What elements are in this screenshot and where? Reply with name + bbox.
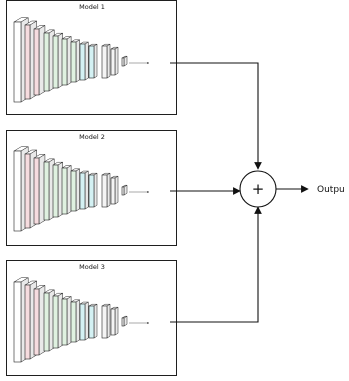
layer-block — [101, 172, 111, 208]
layer-block — [101, 303, 111, 339]
layer-block — [110, 46, 119, 76]
model-3-network — [13, 277, 150, 363]
output-label: Outpu — [317, 185, 345, 195]
model-1-network — [13, 17, 150, 103]
plus-symbol: + — [252, 180, 265, 198]
layer-block — [121, 184, 128, 196]
layer-block — [88, 172, 98, 208]
layer-block — [70, 299, 81, 343]
layer-block — [52, 161, 64, 218]
layer-block — [61, 36, 73, 86]
layer-block — [88, 43, 98, 79]
layer-block — [70, 39, 81, 83]
model-3-title: Model 3 — [79, 263, 105, 271]
layer-block — [101, 43, 111, 79]
model-1-panel: Model 1 — [6, 0, 177, 115]
layer-block — [33, 24, 46, 96]
layer-block — [43, 29, 56, 92]
model-1-title: Model 1 — [79, 3, 105, 11]
model-3-panel: Model 3 — [6, 260, 177, 376]
layer-block — [43, 289, 56, 352]
layer-block — [43, 158, 56, 221]
model-1-arrow — [170, 62, 262, 170]
model-2-title: Model 2 — [79, 133, 105, 141]
model-3-arrow — [170, 206, 262, 323]
sum-node: + — [239, 170, 277, 208]
layer-block — [70, 168, 81, 212]
layer-block — [121, 55, 128, 67]
connections — [170, 62, 309, 323]
layer-block — [79, 301, 90, 341]
layer-block — [61, 165, 73, 215]
layer-block — [110, 175, 119, 205]
layer-block — [79, 41, 90, 81]
layer-block — [61, 296, 73, 346]
model-2-network — [13, 146, 150, 232]
layer-block — [88, 303, 98, 339]
model-2-panel: Model 2 — [6, 130, 177, 246]
layer-block — [110, 306, 119, 336]
layer-block — [79, 170, 90, 210]
layer-block — [52, 32, 64, 89]
layer-block — [121, 315, 128, 327]
layer-block — [33, 284, 46, 356]
layer-block — [52, 292, 64, 349]
layer-block — [33, 153, 46, 225]
